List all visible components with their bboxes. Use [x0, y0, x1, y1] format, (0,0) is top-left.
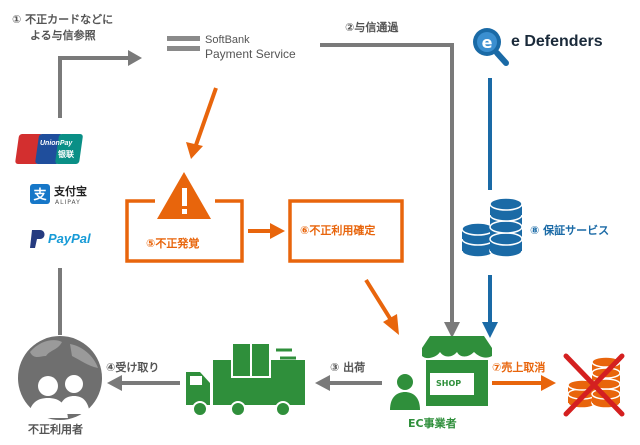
arrow-step7: [492, 375, 556, 391]
paypal-icon: [30, 230, 45, 248]
step6-label: ⑥不正利用確定: [300, 224, 376, 237]
coins-icon: [461, 197, 523, 258]
step2-label: ②与信通過: [345, 21, 399, 34]
alipay-sub: ALIPAY: [55, 199, 81, 206]
step4-label: ④受け取り: [106, 361, 160, 374]
arrow-step5-to-step6: [248, 223, 285, 239]
ec-shop-label: EC事業者: [408, 417, 457, 430]
arrow-softbank-to-fraud: [186, 87, 218, 159]
softbank-logo-icon: [167, 36, 200, 51]
magnifier-e-icon: e: [473, 28, 509, 66]
warning-icon: [157, 172, 211, 219]
ec-person-icon: [390, 374, 420, 410]
arrow-step3: [315, 375, 382, 391]
edefenders-logo-text: e Defenders: [511, 33, 603, 50]
alipay-name: 支付宝: [54, 185, 87, 198]
step1-label-line1: ① 不正カードなどに: [12, 13, 114, 26]
arrow-edefenders-down: [482, 78, 498, 338]
arrow-step4: [107, 375, 180, 391]
paypal-text: PayPal: [48, 231, 91, 246]
truck-icon: [186, 342, 305, 417]
svg-text:支: 支: [32, 187, 47, 203]
fraud-confirmed-box: [288, 199, 404, 263]
softbank-top-text: SoftBank: [205, 34, 250, 46]
unionpay-text: UnionPay: [40, 140, 73, 147]
fraud-user-icon: [18, 336, 102, 420]
arrow-step2: [320, 43, 460, 338]
shop-icon: [422, 336, 492, 406]
shop-sign-text: SHOP: [436, 379, 462, 388]
fraud-user-label: 不正利用者: [28, 423, 83, 436]
alipay-icon: 支: [30, 184, 50, 204]
softbank-bottom-text: Payment Service: [205, 47, 296, 61]
step5-label: ⑤不正発覚: [146, 237, 200, 250]
step7-label: ⑦売上取消: [492, 361, 546, 374]
step8-label: ⑧ 保証サービス: [530, 224, 610, 237]
unionpay-logo: [15, 134, 83, 164]
unionpay-cn-text: 银联: [58, 150, 74, 159]
arrow-step6-to-ec: [364, 278, 399, 335]
step3-label: ③ 出荷: [330, 361, 366, 374]
step1-label-line2: よる与信参照: [30, 29, 96, 42]
arrow-step1: [58, 50, 142, 118]
svg-text:e: e: [482, 33, 493, 52]
canceled-coins-icon: [563, 353, 625, 417]
